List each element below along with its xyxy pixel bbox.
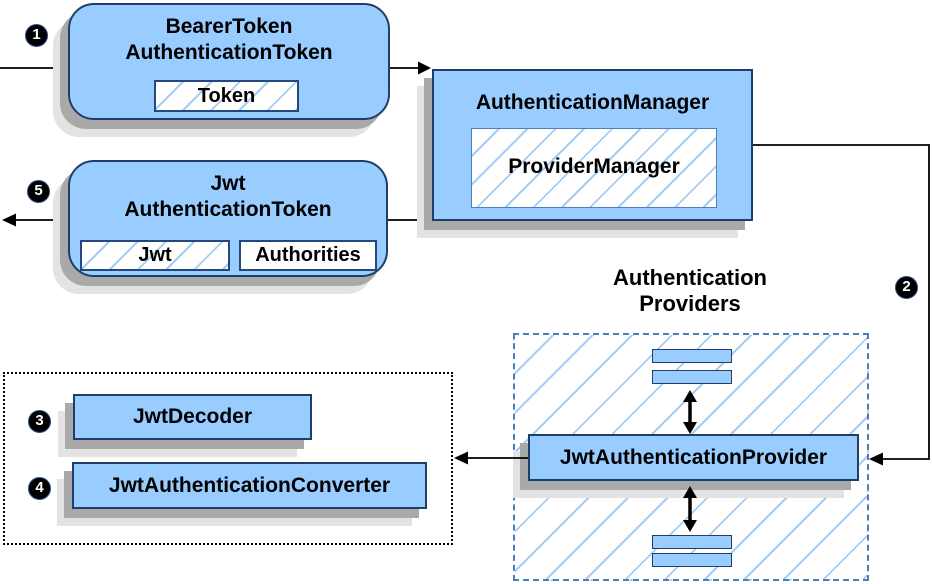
double-arrow-top <box>683 390 697 434</box>
step-badge-2: 2 <box>895 276 918 299</box>
authorities-chip: Authorities <box>239 240 377 271</box>
arrowhead-response-out <box>2 213 16 227</box>
jwt-authentication-converter-node: JwtAuthenticationConverter <box>72 462 427 509</box>
authentication-providers-heading: Authentication Providers <box>560 265 820 317</box>
double-arrow-bottom <box>683 486 697 532</box>
provider-stack-bar <box>652 349 732 363</box>
arrowhead-into-jwt-authentication-provider <box>869 452 883 466</box>
jwt-authentication-provider-node: JwtAuthenticationProvider <box>528 434 859 481</box>
provider-stack-bar <box>652 535 732 549</box>
token-chip: Token <box>154 80 299 112</box>
jwt-authentication-provider-label: JwtAuthenticationProvider <box>559 446 828 469</box>
providers-heading-line2: Providers <box>639 291 741 316</box>
jwt-authentication-converter-label: JwtAuthenticationConverter <box>108 474 391 497</box>
arrowhead-into-authentication-manager <box>418 61 431 75</box>
jwt-token-title-line1: Jwt <box>210 172 246 195</box>
authentication-manager-title: AuthenticationManager <box>475 91 710 114</box>
bearer-token-title-line2: AuthenticationToken <box>125 41 333 64</box>
bearer-token-title-line1: BearerToken <box>165 15 293 38</box>
decoder-converter-group-box <box>3 372 453 545</box>
provider-stack-bar <box>652 553 732 567</box>
jwt-authentication-token-node: Jwt AuthenticationToken Jwt Authorities <box>68 160 388 277</box>
step-badge-1: 1 <box>25 24 48 47</box>
providers-heading-line1: Authentication <box>613 265 767 290</box>
arrowhead-into-decoder-group <box>454 451 468 465</box>
provider-manager-chip: ProviderManager <box>471 128 717 208</box>
authentication-manager-node: AuthenticationManager ProviderManager <box>432 69 753 221</box>
jwt-decoder-node: JwtDecoder <box>73 394 312 440</box>
jwt-chip: Jwt <box>80 240 230 271</box>
bearer-token-authentication-token-node: BearerToken AuthenticationToken Token <box>68 3 390 120</box>
provider-stack-bar <box>652 370 732 384</box>
jwt-decoder-label: JwtDecoder <box>132 405 253 428</box>
step-badge-5: 5 <box>27 180 50 203</box>
step-badge-4: 4 <box>28 477 51 500</box>
jwt-token-title-line2: AuthenticationToken <box>124 198 332 221</box>
step-badge-3: 3 <box>28 410 51 433</box>
connector-manager-to-provider <box>753 144 930 460</box>
